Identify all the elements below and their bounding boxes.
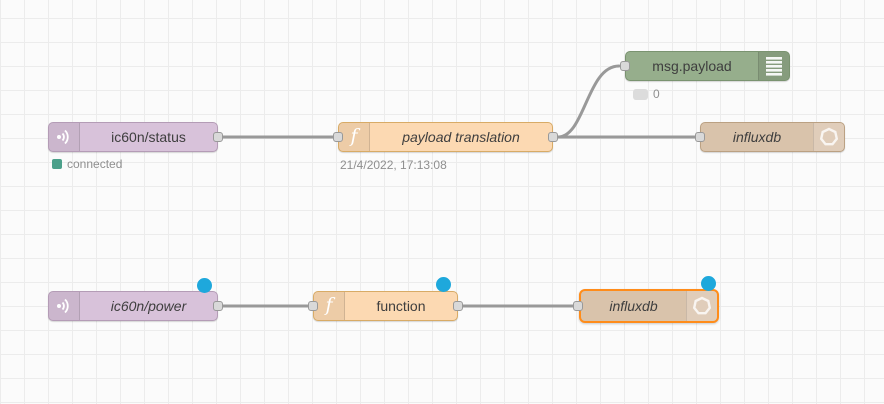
- changed-indicator-dot: [701, 276, 716, 291]
- function-icon: f: [314, 292, 345, 320]
- influxdb-icon: [813, 123, 844, 151]
- output-port[interactable]: [213, 301, 223, 311]
- input-port[interactable]: [620, 61, 630, 71]
- input-port[interactable]: [308, 301, 318, 311]
- changed-indicator-dot: [197, 278, 212, 293]
- node-label: function: [376, 298, 426, 314]
- node-mqtt-in-status[interactable]: ic60n/status: [48, 122, 223, 152]
- input-port[interactable]: [333, 132, 343, 142]
- status-text: connected: [67, 157, 123, 171]
- status-dot-icon: [52, 159, 62, 169]
- output-port[interactable]: [213, 132, 223, 142]
- node-status-connected: connected: [52, 157, 122, 171]
- node-influxdb-top[interactable]: influxdb: [695, 122, 845, 152]
- node-label: msg.payload: [652, 58, 732, 74]
- input-port[interactable]: [695, 132, 705, 142]
- node-function-power[interactable]: f function: [308, 291, 463, 321]
- wire-translation-to-debug[interactable]: [556, 64, 621, 139]
- node-label: influxdb: [732, 129, 782, 145]
- node-label: influxdb: [609, 298, 658, 314]
- output-port[interactable]: [548, 132, 558, 142]
- changed-indicator-dot: [436, 277, 451, 292]
- broadcast-icon: [49, 292, 80, 320]
- node-function-payload-translation[interactable]: f payload translation: [333, 122, 558, 152]
- status-text: 0: [653, 87, 660, 101]
- node-label: payload translation: [402, 129, 520, 145]
- function-icon: f: [339, 123, 370, 151]
- output-port[interactable]: [453, 301, 463, 311]
- broadcast-icon: [49, 123, 80, 151]
- node-label: ic60n/power: [110, 298, 187, 314]
- input-port[interactable]: [573, 301, 583, 311]
- node-debug-msg-payload[interactable]: msg.payload: [620, 51, 790, 81]
- status-text: 21/4/2022, 17:13:08: [340, 158, 447, 172]
- debug-list-icon: [758, 52, 789, 80]
- node-label: ic60n/status: [111, 129, 186, 145]
- node-influxdb-bottom-selected[interactable]: influxdb: [573, 289, 719, 323]
- node-mqtt-in-power[interactable]: ic60n/power: [48, 291, 223, 321]
- node-status-debug-count: 0: [633, 87, 660, 101]
- influxdb-icon: [686, 291, 717, 321]
- node-status-timestamp: 21/4/2022, 17:13:08: [340, 158, 447, 172]
- debug-count-badge: [633, 88, 648, 100]
